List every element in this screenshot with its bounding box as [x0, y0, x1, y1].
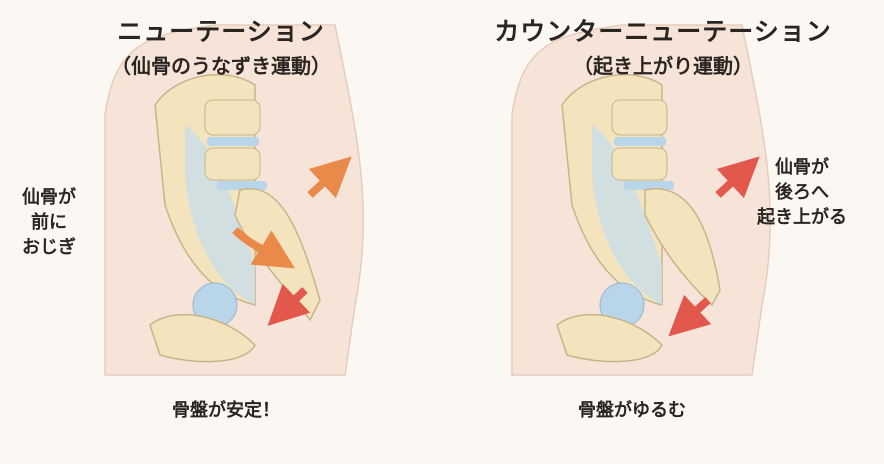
side-label-line: 起き上がる: [757, 207, 847, 228]
sacrum: [644, 187, 721, 307]
panel-title: カウンターニューテーション: [494, 17, 832, 46]
nutation-panel: ニューテーション （仙骨のうなずき運動） 仙骨が 前に おじぎ 骨盤が安定！: [22, 17, 331, 421]
side-label-line: おじぎ: [22, 237, 76, 258]
right-pelvis-figure: [511, 24, 772, 376]
side-label: 仙骨が 前に おじぎ: [22, 185, 76, 260]
side-label-line: 前に: [31, 212, 67, 233]
arrow-forward-curve: [232, 227, 296, 269]
counter-nutation-panel: カウンターニューテーション （起き上がり運動） 仙骨が 後ろへ 起き上がる 骨盤…: [442, 0, 884, 464]
bottom-label: 骨盤が安定！: [172, 400, 280, 421]
arrow-down-left: [668, 294, 712, 337]
side-label: 仙骨が 後ろへ 起き上がる: [757, 155, 847, 230]
arrow-down-left: [267, 283, 311, 326]
left-pelvis-figure: [104, 24, 365, 376]
arrow-up-right: [715, 156, 760, 199]
panel-subtitle: （仙骨のうなずき運動）: [111, 54, 331, 78]
side-label-line: 仙骨が: [22, 187, 76, 208]
arrow-up-right: [307, 156, 352, 199]
bottom-label: 骨盤がゆるむ: [578, 400, 686, 421]
side-label-line: 仙骨が: [775, 157, 829, 178]
panel-subtitle: （起き上がり運動）: [573, 54, 753, 78]
side-label-line: 後ろへ: [775, 182, 829, 203]
panel-title: ニューテーション: [117, 17, 325, 46]
